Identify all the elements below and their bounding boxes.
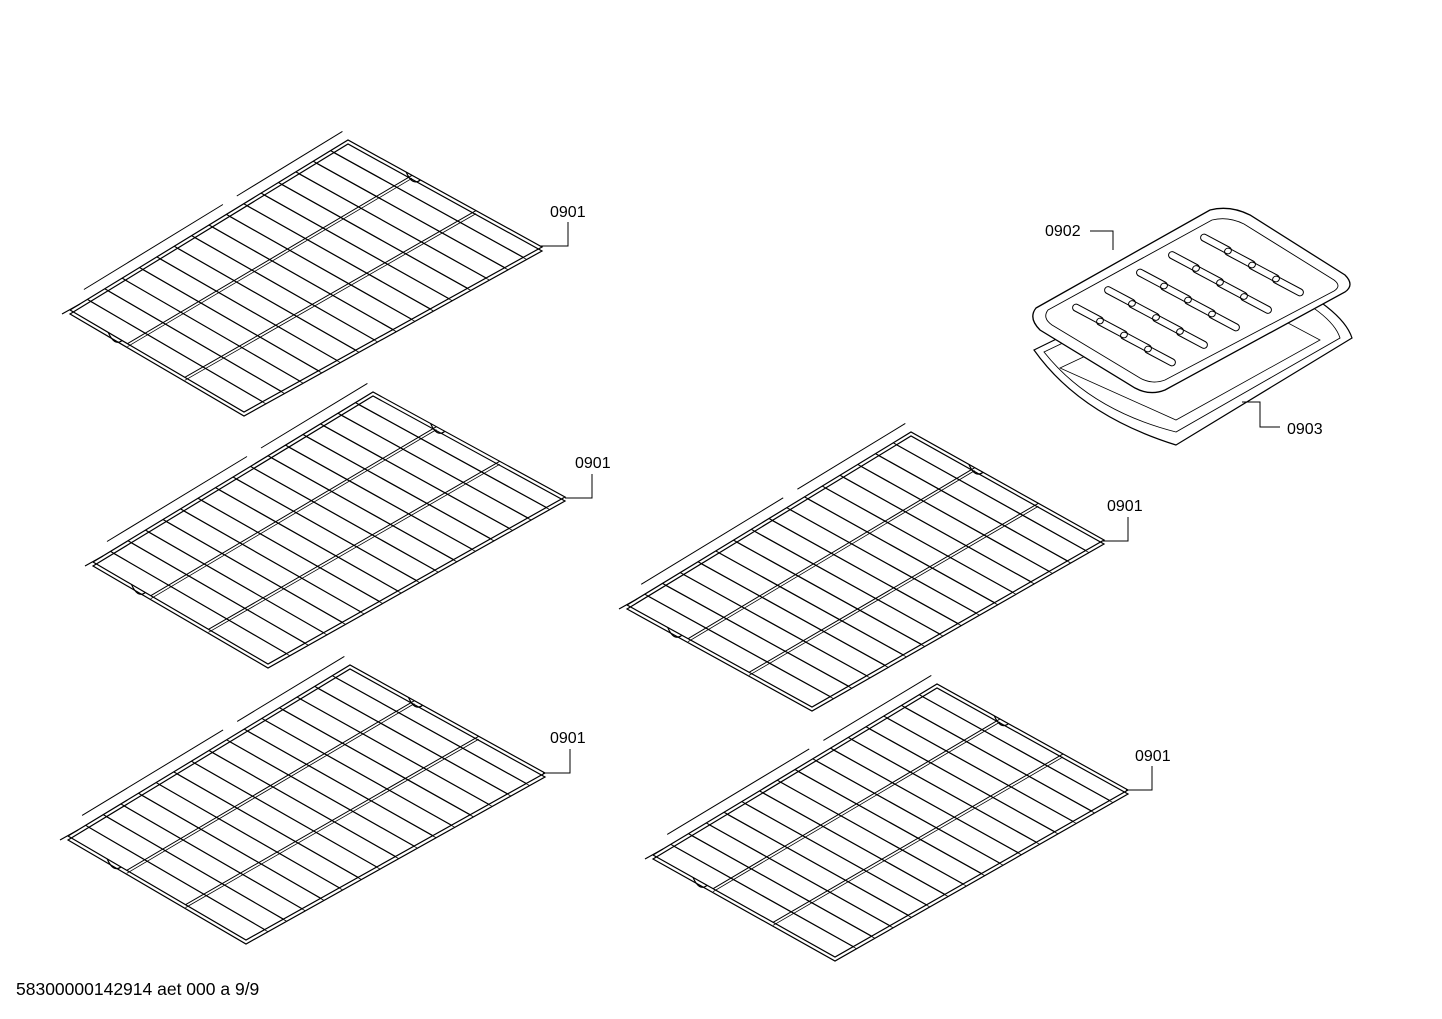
- slot: [1136, 268, 1168, 290]
- slot: [1240, 293, 1272, 314]
- part-number-label: 0901: [550, 204, 586, 221]
- part-number-label: 0901: [575, 455, 611, 472]
- leader-line: [540, 222, 569, 247]
- slot: [1104, 286, 1136, 307]
- wire-rack: [59, 655, 547, 945]
- wire-rack: [618, 423, 1106, 712]
- leader-line: [565, 474, 593, 499]
- part-number-label: 0903: [1287, 421, 1323, 438]
- slot: [1272, 275, 1304, 297]
- slot: [1096, 317, 1128, 339]
- slot: [1208, 310, 1240, 332]
- slot: [1224, 247, 1256, 269]
- callout-broil-pan[interactable]: 0903: [1242, 401, 1323, 438]
- callout-rack-4[interactable]: 0901: [543, 730, 586, 774]
- slot: [1168, 251, 1200, 272]
- leader-line: [1126, 766, 1153, 791]
- slot: [1216, 279, 1248, 300]
- callouts-group: 0901 0901 0901 0901 0901 0902 09: [540, 204, 1323, 791]
- slot: [1072, 303, 1104, 325]
- part-number-label: 0902: [1045, 223, 1081, 240]
- callout-rack-2[interactable]: 0901: [565, 455, 611, 499]
- wire-rack: [644, 674, 1130, 962]
- leader-line: [1242, 401, 1280, 428]
- callout-rack-5[interactable]: 0901: [1126, 748, 1171, 791]
- broil-pan-assembly: [1032, 207, 1353, 446]
- callout-rack-1[interactable]: 0901: [540, 204, 586, 247]
- slot: [1152, 314, 1184, 335]
- slot: [1248, 261, 1280, 283]
- document-code: 58300000142914 aet 000 a 9/9: [16, 979, 260, 999]
- callout-rack-3[interactable]: 0901: [1102, 498, 1143, 542]
- slot: [1128, 300, 1160, 321]
- part-number-label: 0901: [550, 730, 586, 747]
- leader-line: [543, 749, 571, 774]
- wire-rack: [84, 382, 567, 669]
- wire-rack: [61, 130, 544, 417]
- slot: [1200, 233, 1232, 255]
- slot: [1176, 328, 1208, 349]
- slot: [1144, 345, 1176, 367]
- slot: [1184, 296, 1216, 318]
- wire-racks-group: [59, 130, 1130, 962]
- part-number-label: 0901: [1107, 498, 1143, 515]
- leader-line: [1102, 517, 1129, 542]
- slot: [1120, 331, 1152, 353]
- part-number-label: 0901: [1135, 748, 1171, 765]
- callout-broil-insert[interactable]: 0902: [1045, 223, 1114, 250]
- leader-line: [1090, 230, 1114, 250]
- slot: [1192, 265, 1224, 286]
- slotted-broil-insert: [1032, 207, 1351, 394]
- slot: [1160, 282, 1192, 304]
